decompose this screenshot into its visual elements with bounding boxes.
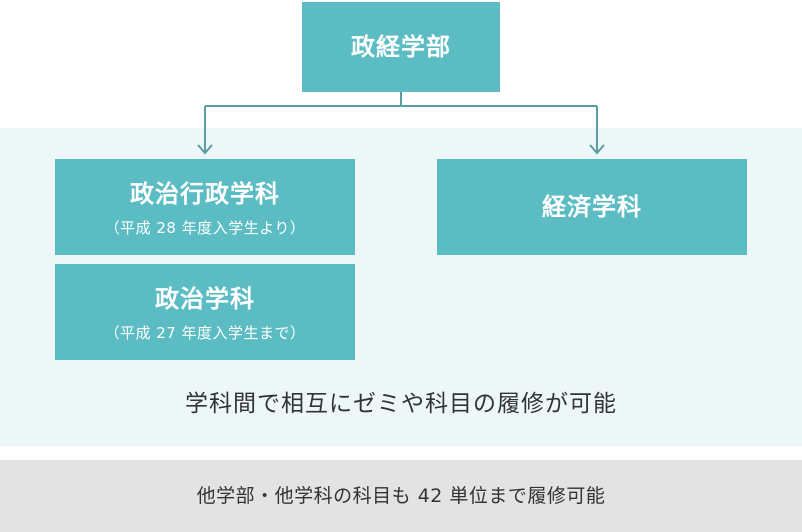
right-arrowhead (589, 144, 605, 155)
footer-panel (0, 460, 802, 532)
politics-admin-dept-title: 政治行政学科 (130, 180, 280, 209)
faculty-box: 政経学部 (302, 2, 500, 92)
politics-dept-box: 政治学科 （平成 27 年度入学生まで） (55, 264, 355, 360)
economics-dept-box: 経済学科 (437, 159, 747, 255)
politics-admin-dept-note: （平成 28 年度入学生より） (104, 218, 306, 237)
other-credits-caption: 他学部・他学科の科目も 42 単位まで履修可能 (196, 485, 606, 507)
mutual-enrollment-caption: 学科間で相互にゼミや科目の履修が可能 (185, 391, 617, 417)
economics-dept-title: 経済学科 (542, 192, 642, 221)
left-arrowhead (197, 144, 213, 155)
politics-dept-note: （平成 27 年度入学生まで） (104, 323, 306, 342)
politics-dept-title: 政治学科 (155, 285, 255, 314)
faculty-title: 政経学部 (351, 32, 451, 61)
politics-admin-dept-box: 政治行政学科 （平成 28 年度入学生より） (55, 159, 355, 255)
